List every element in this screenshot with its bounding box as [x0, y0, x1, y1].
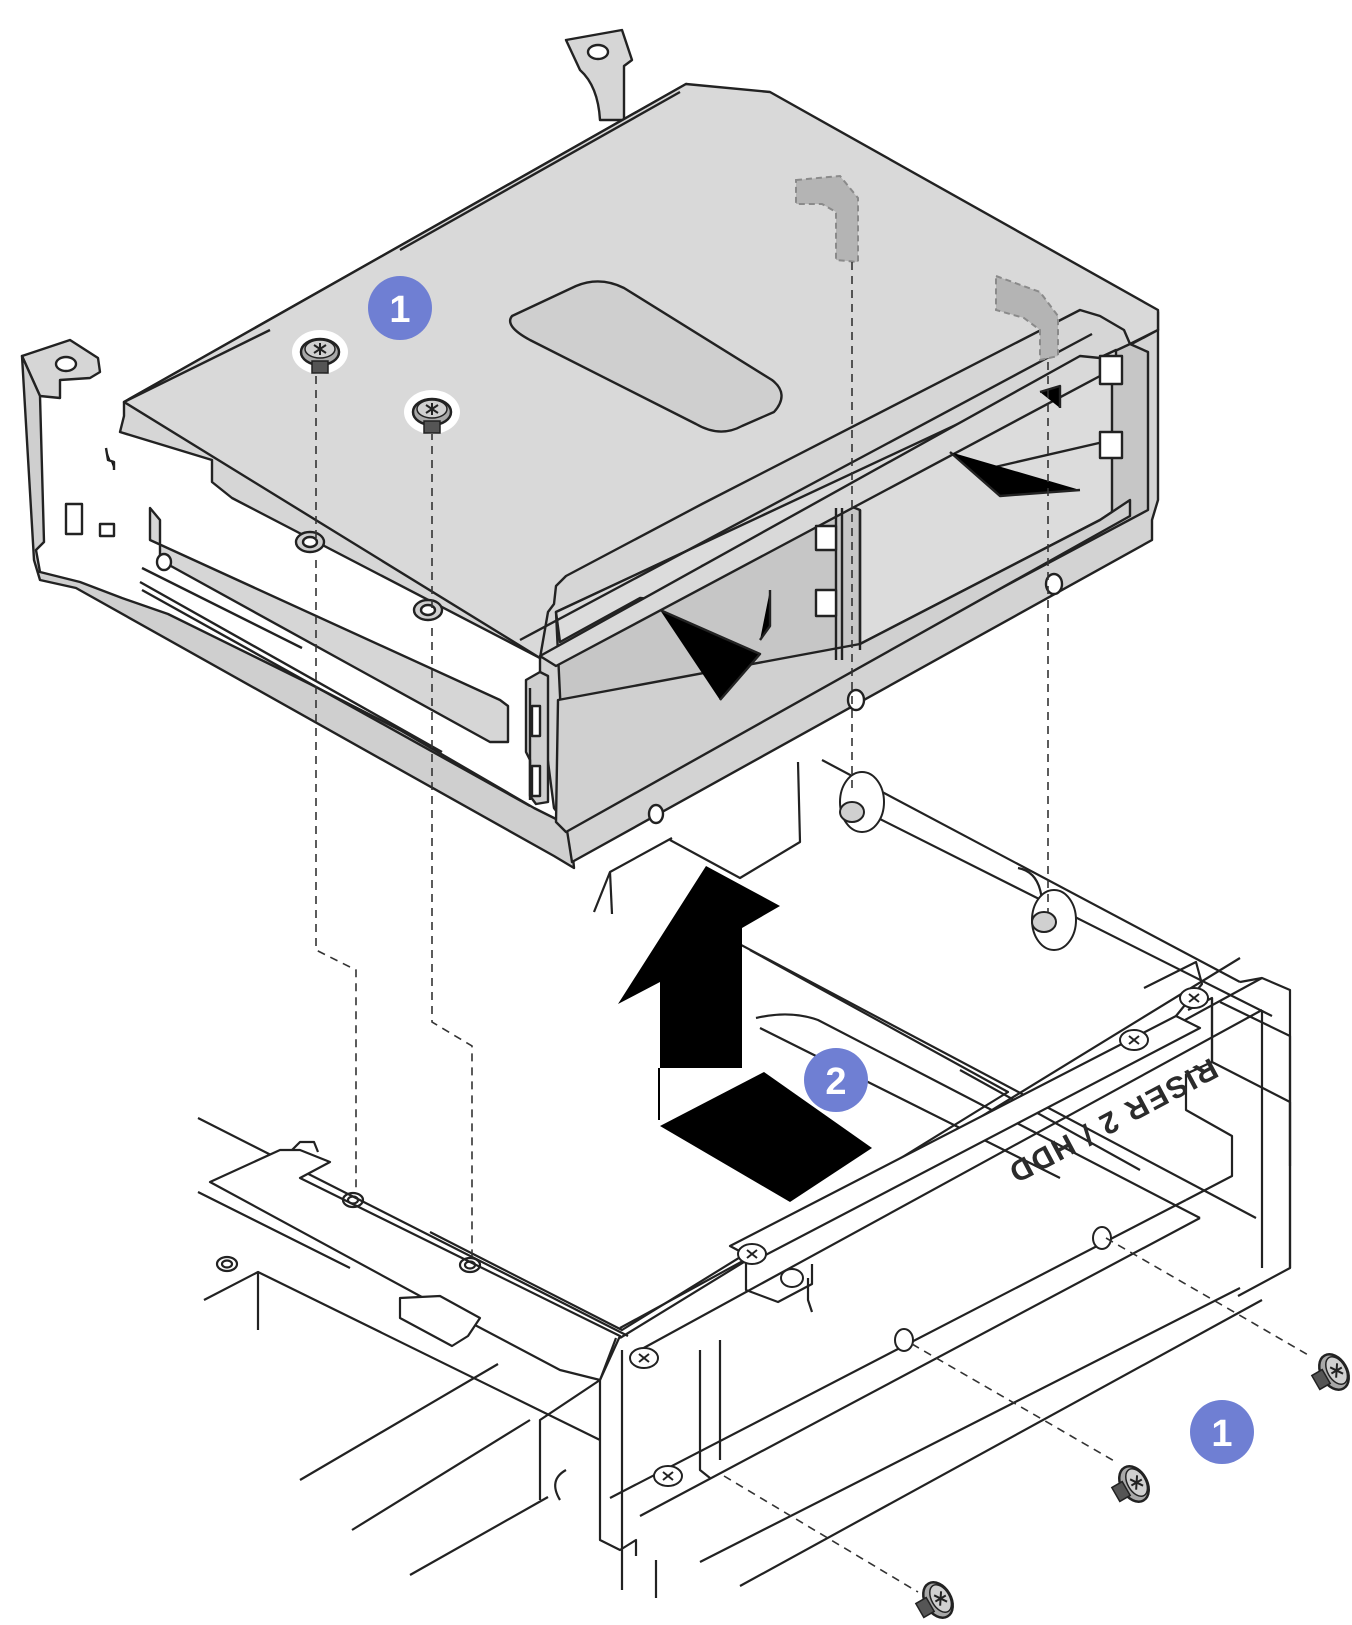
step-1-badge-top: 1	[368, 276, 432, 340]
bracket-screw-icon	[653, 1465, 683, 1487]
svg-text:1: 1	[389, 289, 410, 331]
screw-icon	[404, 390, 460, 435]
step-2-badge: 2	[804, 1048, 868, 1112]
bracket-screw-icon	[629, 1347, 659, 1369]
alignment-lines	[315, 262, 1311, 1593]
up-arrow-icon	[618, 866, 872, 1202]
screw-icon	[1305, 1347, 1352, 1401]
step-1-badge-bottom: 1	[1190, 1400, 1254, 1464]
bracket-screw-icon	[1119, 1029, 1149, 1051]
guide-pin	[839, 771, 1077, 951]
svg-text:1: 1	[1211, 1413, 1232, 1455]
screw-icon	[909, 1575, 961, 1625]
hdd-cage	[20, 28, 1160, 870]
bracket-screw-icon	[737, 1243, 767, 1265]
svg-text:2: 2	[825, 1061, 846, 1103]
bracket-screw-icon	[1179, 987, 1209, 1009]
riser-bracket	[197, 759, 1292, 1598]
screw-icon	[1105, 1459, 1157, 1513]
alignment-pin-ghost	[795, 174, 1059, 362]
screw-icon	[292, 330, 348, 375]
